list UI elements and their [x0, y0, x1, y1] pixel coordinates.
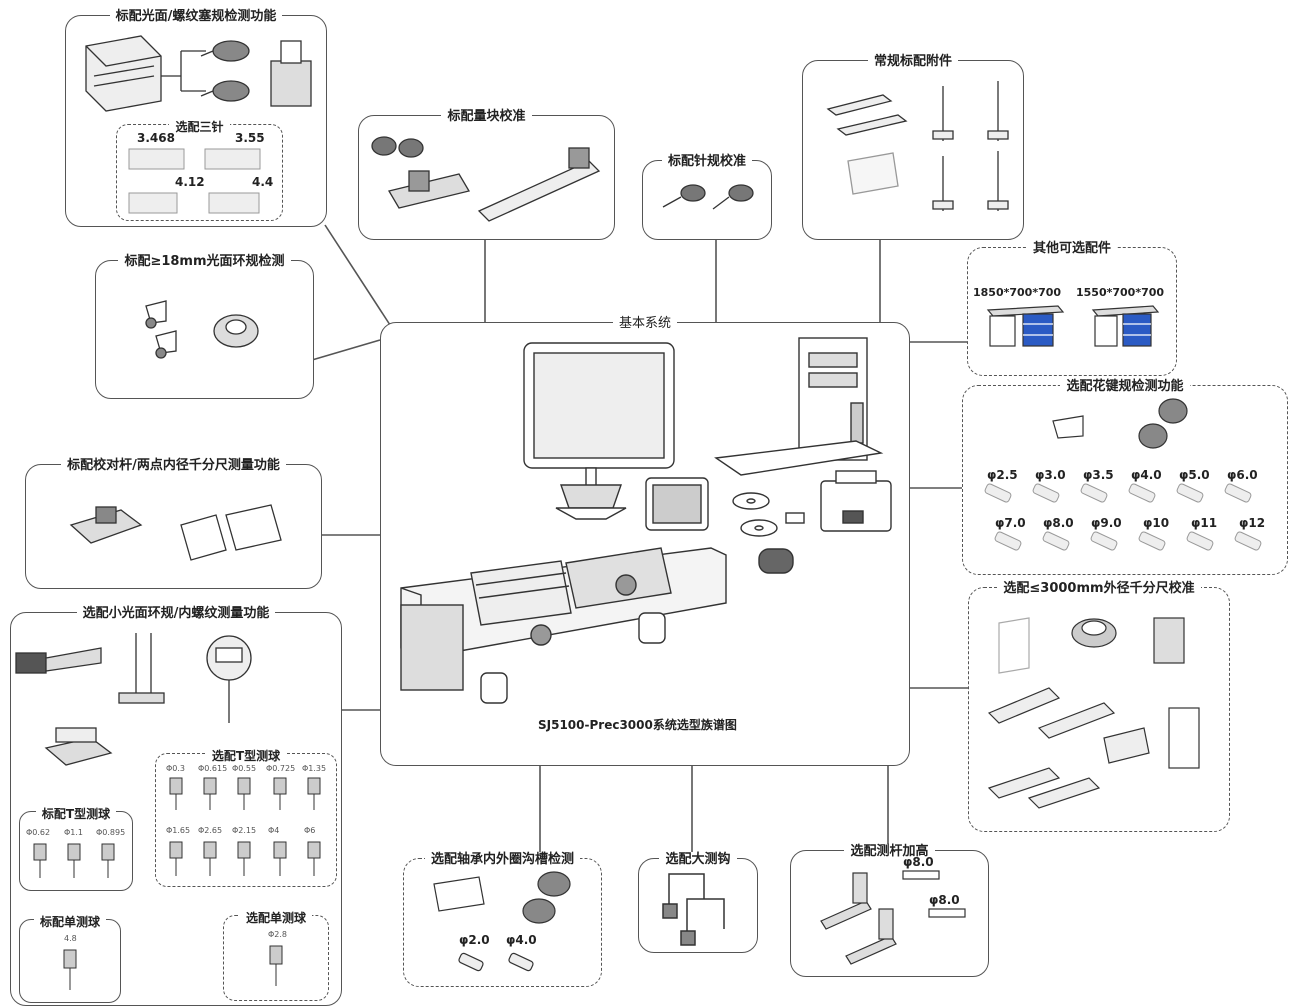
gauge-block-panel: 标配量块校准: [358, 109, 615, 240]
accessories-panel: 常规标配附件: [802, 54, 1024, 240]
plug-gauge-illustration: [85, 35, 312, 112]
wire-size-2: 3.55: [235, 131, 265, 145]
bearing-illustration: [433, 871, 571, 972]
opt-t-size: Φ4: [268, 826, 280, 835]
std-t-title: 标配T型测球: [35, 807, 117, 821]
std-single-title: 标配单测球: [33, 915, 106, 929]
bearing-size: φ4.0: [506, 933, 537, 947]
std-t-size: Φ0.895: [96, 828, 126, 837]
opt-single-illustration: [269, 945, 283, 986]
std-t-size: Φ0.62: [26, 828, 51, 837]
spline-size: φ6.0: [1227, 468, 1258, 482]
keyboard: [714, 440, 884, 476]
optional-parts-panel: 其他可选配件 1850*700*700 1550*700*700: [967, 241, 1177, 376]
spline-size: φ11: [1191, 516, 1218, 530]
ring-gauge-illustration: [145, 300, 259, 359]
opt-t-subpanel: 选配T型测球 Φ0.3 Φ0.615 Φ0.55 Φ0.725 Φ1.35 Φ1…: [155, 749, 337, 887]
spline-panel: 选配花键规检测功能 φ2.5 φ3.0 φ3.5 φ4.0 φ5.0 φ6.0 …: [962, 379, 1288, 575]
accessories-illustration: [826, 81, 1009, 211]
spline-size: φ12: [1239, 516, 1266, 530]
bearing-title: 选配轴承内外圈沟槽检测: [424, 852, 580, 867]
std-t-subpanel: 标配T型测球 Φ0.62 Φ1.1 Φ0.895: [19, 807, 133, 891]
spline-size: φ3.5: [1083, 468, 1114, 482]
bearing-panel: 选配轴承内外圈沟槽检测 φ2.0 φ4.0: [403, 852, 602, 987]
spline-title: 选配花键规检测功能: [1060, 379, 1190, 394]
wire-size-3: 4.12: [175, 175, 205, 189]
opt-t-size: Φ0.615: [198, 764, 228, 773]
opt-t-size: Φ1.35: [302, 764, 327, 773]
rod-extend-illustration: [820, 870, 966, 965]
wire-size-4: 4.4: [252, 175, 274, 189]
spline-size: φ10: [1143, 516, 1170, 530]
plug-gauge-title: 标配光面/螺纹塞规检测功能: [109, 9, 283, 24]
gauge-block-title: 标配量块校准: [441, 109, 532, 124]
big-hook-title: 选配大测钩: [659, 852, 737, 867]
optional-parts-illustration: [986, 305, 1160, 347]
rod-extend-title: 选配测杆加高: [844, 844, 935, 859]
opt-t-size: Φ2.65: [198, 826, 223, 835]
spline-size: φ8.0: [1043, 516, 1074, 530]
spline-size: φ5.0: [1179, 468, 1210, 482]
bearing-size: φ2.0: [459, 933, 490, 947]
rod-extend-panel: 选配测杆加高 φ8.0 φ8.0: [790, 844, 989, 977]
three-wire-illustration: [128, 148, 261, 214]
std-single-subpanel: 标配单测球 4.8: [19, 915, 121, 1003]
gauge-block-illustration: [371, 136, 601, 222]
basic-system-title: 基本系统: [612, 316, 677, 331]
opt-t-title: 选配T型测球: [205, 749, 287, 763]
inner-micrometer-title: 标配校对杆/两点内径千分尺测量功能: [61, 458, 286, 473]
basic-system-illustration: [400, 337, 892, 704]
spline-size: φ7.0: [995, 516, 1026, 530]
pin-gauge-title: 标配针规校准: [661, 154, 752, 169]
big-hook-illustration: [662, 873, 725, 946]
opt-t-size: Φ0.55: [232, 764, 257, 773]
optional-parts-title: 其他可选配件: [1026, 241, 1117, 256]
three-wire-subpanel: 选配三针 3.468 3.55 4.12 4.4: [116, 120, 283, 221]
outer-micrometer-illustration: [987, 617, 1200, 809]
basic-system-panel: 基本系统: [380, 316, 910, 766]
opt-t-size: Φ0.3: [166, 764, 186, 773]
opt-t-size: Φ6: [304, 826, 316, 835]
opt-single-size: Φ2.8: [268, 930, 288, 939]
plug-gauge-panel: 标配光面/螺纹塞规检测功能 选配三针 3.468 3.55 4.12 4.4: [65, 9, 327, 227]
std-t-size: Φ1.1: [64, 828, 84, 837]
small-ring-title: 选配小光面环规/内螺纹测量功能: [76, 606, 276, 621]
rod-size: φ8.0: [903, 855, 934, 869]
outer-micrometer-panel: 选配≤3000mm外径千分尺校准: [968, 581, 1230, 832]
ring-gauge-panel: 标配≥18mm光面环规检测: [95, 254, 314, 399]
opt-single-subpanel: 选配单测球 Φ2.8: [223, 911, 329, 1001]
inner-micrometer-illustration: [69, 504, 282, 561]
rod-size: φ8.0: [929, 893, 960, 907]
table-size-small: 1550*700*700: [1076, 286, 1165, 299]
spline-illustration: [984, 398, 1262, 551]
spline-size: φ9.0: [1091, 516, 1122, 530]
std-t-illustration: [33, 843, 115, 878]
small-ring-panel: 选配小光面环规/内螺纹测量功能 标配T型测球 Φ0.62 Φ1.1 Φ0.895…: [10, 606, 342, 1006]
pin-gauge-illustration: [662, 184, 754, 210]
opt-t-size: Φ2.15: [232, 826, 257, 835]
table-size-large: 1850*700*700: [973, 286, 1062, 299]
std-single-size: 4.8: [64, 934, 77, 943]
small-ring-illustration: [15, 633, 252, 766]
opt-t-illustration: [169, 777, 321, 876]
wire-size-1: 3.468: [137, 131, 175, 145]
opt-t-size: Φ0.725: [266, 764, 296, 773]
spline-size: φ3.0: [1035, 468, 1066, 482]
pin-gauge-panel: 标配针规校准: [642, 154, 772, 240]
opt-t-size: Φ1.65: [166, 826, 191, 835]
spline-size: φ2.5: [987, 468, 1018, 482]
opt-single-title: 选配单测球: [239, 911, 312, 925]
inner-micrometer-panel: 标配校对杆/两点内径千分尺测量功能: [25, 458, 322, 589]
diagram-title: SJ5100-Prec3000系统选型族谱图: [538, 718, 737, 732]
std-single-illustration: [63, 949, 77, 990]
ring-gauge-title: 标配≥18mm光面环规检测: [118, 254, 291, 269]
outer-micrometer-title: 选配≤3000mm外径千分尺校准: [997, 581, 1201, 596]
three-wire-title: 选配三针: [169, 120, 230, 134]
spline-size: φ4.0: [1131, 468, 1162, 482]
accessories-title: 常规标配附件: [867, 54, 958, 69]
big-hook-panel: 选配大测钩: [638, 852, 758, 953]
